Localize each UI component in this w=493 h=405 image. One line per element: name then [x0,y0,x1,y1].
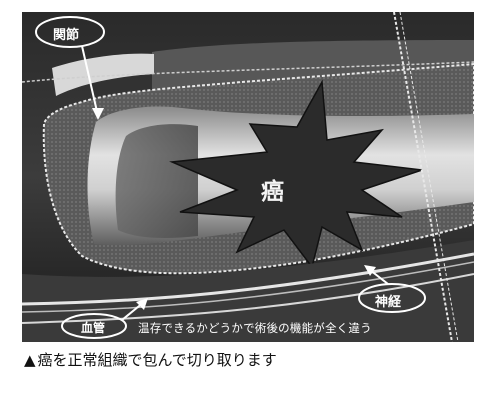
triangle-icon: ▲ [24,351,36,369]
joint-label: 関節 [53,28,80,43]
vessel-line [22,273,474,324]
caption-text: 癌を正常組織で包んで切り取ります [37,351,277,369]
nerve-line [22,252,474,306]
function-note: 温存できるかどうかで術後の機能が全く違う [138,321,372,335]
nerve-arrow [369,269,389,285]
cut-line-right-2 [399,12,459,342]
nerve-line-2 [22,261,474,313]
vessel-arrowhead [136,298,148,310]
tumor-label: 癌 [261,179,284,205]
joint-label-ellipse [35,16,105,48]
vessel-label: 血管 [81,321,106,335]
joint-cap [52,53,154,96]
medical-illustration: 関節 癌 神経 血管 温存できるかどうかで術後の機能が全く違う [22,12,474,342]
nerve-label: 神経 [375,295,402,310]
joint-arrow [81,45,99,117]
cut-line-right [393,12,453,342]
nerve-arrowhead [364,265,376,276]
nerve-label-ellipse [358,283,426,313]
cut-line-top [22,61,474,83]
joint-arrowhead [92,108,104,120]
figure-caption: ▲癌を正常組織で包んで切り取ります [24,349,484,369]
inner-tissue [115,124,198,238]
anatomy-drawing [22,12,474,342]
vessel-label-ellipse [61,313,127,339]
lower-tissue [22,240,474,342]
